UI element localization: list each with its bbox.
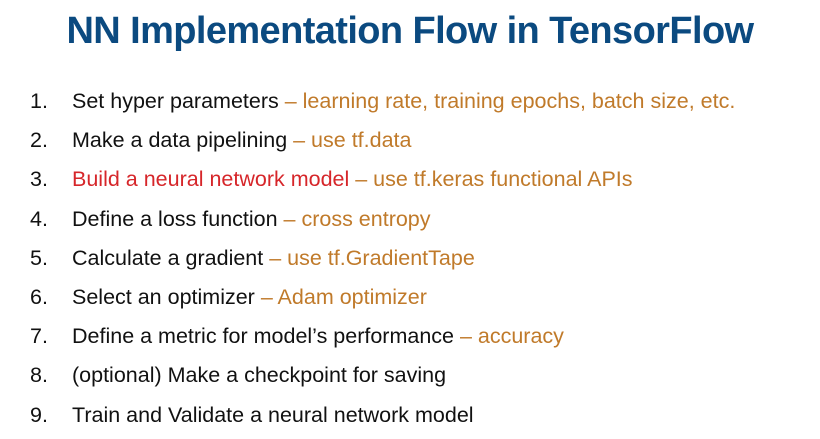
item-number: 5. (30, 245, 48, 270)
item-detail: – cross entropy (277, 206, 431, 231)
item-text: Set hyper parameters (72, 89, 279, 113)
list-item: 8. (optional) Make a checkpoint for savin… (30, 360, 735, 399)
list-item: 7. Define a metric for model’s performanc… (30, 321, 735, 360)
list-item: 4. Define a loss function – cross entropy (30, 204, 735, 243)
item-detail: – Adam optimizer (254, 284, 427, 309)
slide-title: NN Implementation Flow in TensorFlow (66, 10, 754, 52)
list-item: 9. Train and Validate a neural network mo… (30, 400, 735, 439)
item-text-highlighted: Build a neural network model (72, 167, 350, 192)
item-text: Define a loss function (72, 206, 278, 231)
item-detail: – accuracy (453, 324, 564, 349)
item-detail: – use tf.keras functional APIs (349, 167, 633, 192)
item-number: 9. (30, 402, 48, 427)
item-text: Select an optimizer (72, 284, 255, 309)
item-text: (optional) Make a checkpoint for saving (72, 363, 447, 388)
item-number: 7. (30, 324, 48, 349)
list-item: 5. Calculate a gradient – use tf.Gradient… (30, 243, 735, 282)
steps-list: 1. Set hyper parameters – learning rate, … (30, 86, 735, 439)
item-text: Define a metric for model’s performance (72, 324, 454, 349)
item-number: 2. (30, 128, 48, 153)
item-text: Make a data pipelining (72, 128, 288, 153)
list-item: 6. Select an optimizer – Adam optimizer (30, 282, 735, 321)
list-item: 1. Set hyper parameters – learning rate, … (30, 86, 735, 125)
item-number: 4. (30, 206, 48, 231)
item-detail: – use tf.GradientTape (263, 245, 475, 270)
item-detail: – learning rate, training epochs, batch … (278, 89, 736, 113)
list-item: 3. Build a neural network model – use tf.… (30, 164, 735, 203)
list-item: 2. Make a data pipelining – use tf.data (30, 125, 735, 164)
item-number: 8. (30, 363, 48, 388)
item-text: Train and Validate a neural network mode… (72, 402, 474, 427)
item-number: 3. (30, 167, 48, 192)
item-number: 6. (30, 284, 48, 309)
item-detail: – use tf.data (287, 128, 412, 153)
item-number: 1. (30, 89, 48, 113)
item-text: Calculate a gradient (72, 245, 264, 270)
